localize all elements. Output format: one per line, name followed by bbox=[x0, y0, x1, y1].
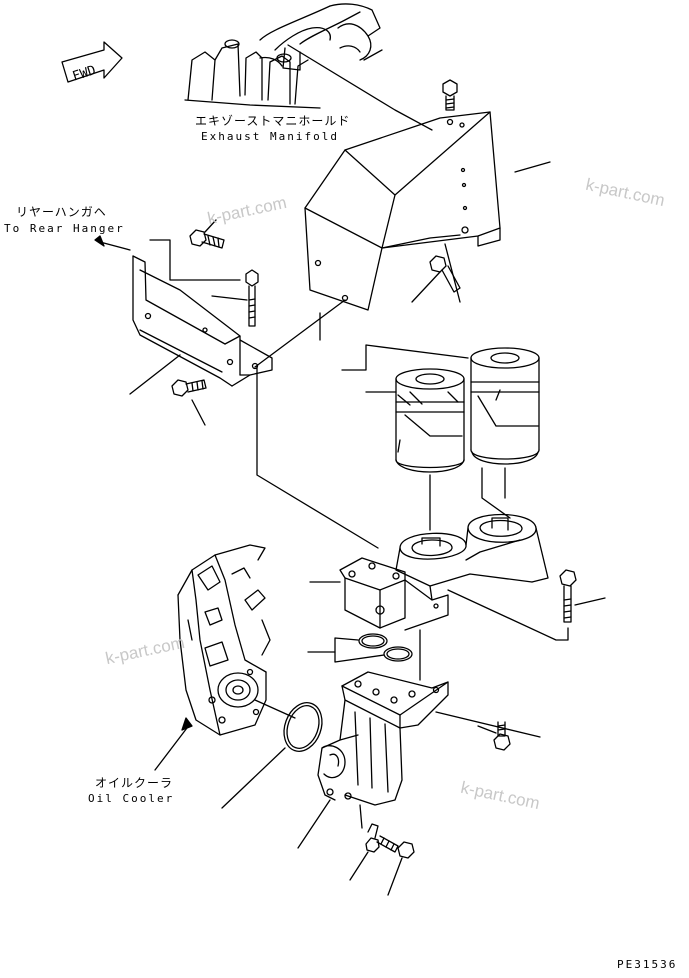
oil-cooler bbox=[178, 545, 270, 735]
bolt-top bbox=[443, 80, 457, 110]
rear-hanger-label-jp: リヤーハンガヘ bbox=[16, 205, 107, 219]
oil-cooler-label-jp: オイルクーラ bbox=[95, 776, 174, 790]
heat-shield bbox=[305, 112, 500, 310]
exhaust-manifold-sketch bbox=[185, 4, 382, 108]
bolt-bracket-lower bbox=[172, 380, 206, 396]
filter-mount-bracket bbox=[342, 672, 540, 737]
o-ring-large bbox=[278, 697, 329, 756]
oil-filter-cartridge-left bbox=[396, 369, 464, 472]
bolt-mount-right bbox=[494, 722, 510, 750]
bolt-mount-small bbox=[366, 824, 379, 852]
drawing-code: PE31536 bbox=[617, 958, 678, 971]
filter-head-body bbox=[340, 558, 448, 630]
rear-hanger-label-en: To Rear Hanger bbox=[4, 222, 125, 235]
rear-hanger-bracket bbox=[133, 256, 272, 386]
bolt-head-right bbox=[560, 570, 576, 622]
exhaust-manifold-label-en: Exhaust Manifold bbox=[201, 130, 339, 143]
oil-cooler-label-en: Oil Cooler bbox=[88, 792, 175, 805]
fwd-arrow-icon: FWD bbox=[62, 42, 122, 85]
oil-filter-cartridge-right bbox=[471, 348, 539, 464]
filter-head bbox=[396, 515, 548, 601]
bolt-bracket-upper bbox=[190, 230, 224, 248]
o-rings bbox=[359, 634, 412, 661]
bolt-mount-lower bbox=[377, 836, 414, 858]
bolt-bracket-long bbox=[246, 270, 258, 326]
exhaust-manifold-label-jp: エキゾーストマニホールド bbox=[195, 114, 351, 128]
filter-mount-body bbox=[318, 700, 402, 805]
fwd-label: FWD bbox=[71, 63, 98, 85]
